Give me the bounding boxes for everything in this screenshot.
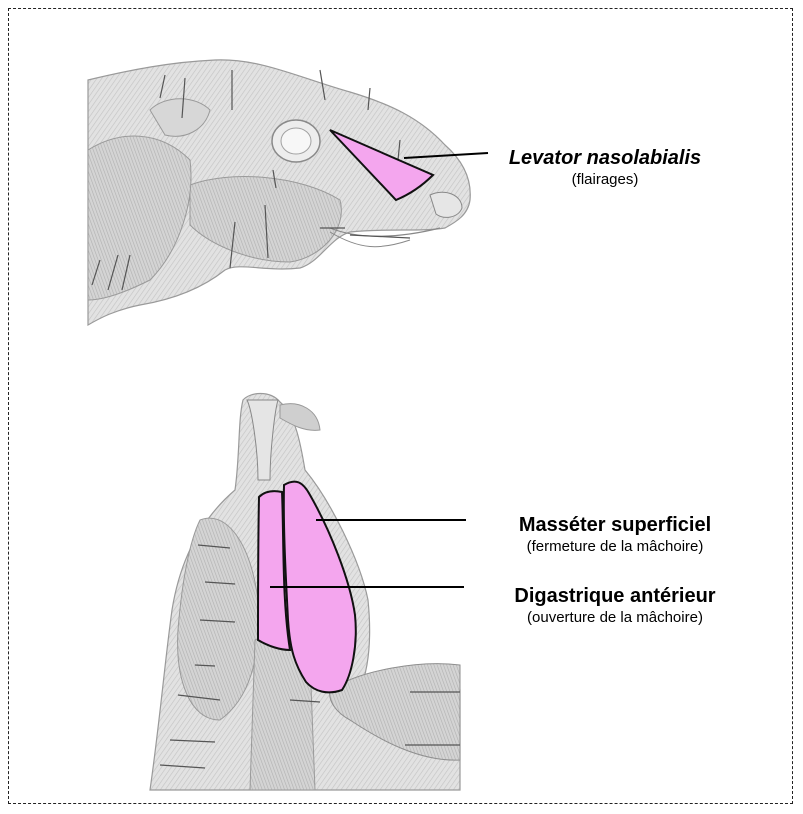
ventral-head-illustration (150, 394, 466, 791)
masseter-function: (fermeture de la mâchoire) (470, 537, 760, 557)
masseter-name: Masséter superficiel (470, 513, 760, 537)
digastrique-function: (ouverture de la mâchoire) (470, 608, 760, 628)
label-digastrique-anterieur: Digastrique antérieur (ouverture de la m… (470, 584, 760, 628)
lateral-head-illustration (88, 60, 488, 325)
levator-name: Levator nasolabialis (490, 146, 720, 170)
levator-function: (flairages) (490, 170, 720, 190)
label-levator-nasolabialis: Levator nasolabialis (flairages) (490, 146, 720, 190)
digastrique-name: Digastrique antérieur (470, 584, 760, 608)
label-masseter-superficiel: Masséter superficiel (fermeture de la mâ… (470, 513, 760, 557)
eye-inner (281, 128, 311, 154)
